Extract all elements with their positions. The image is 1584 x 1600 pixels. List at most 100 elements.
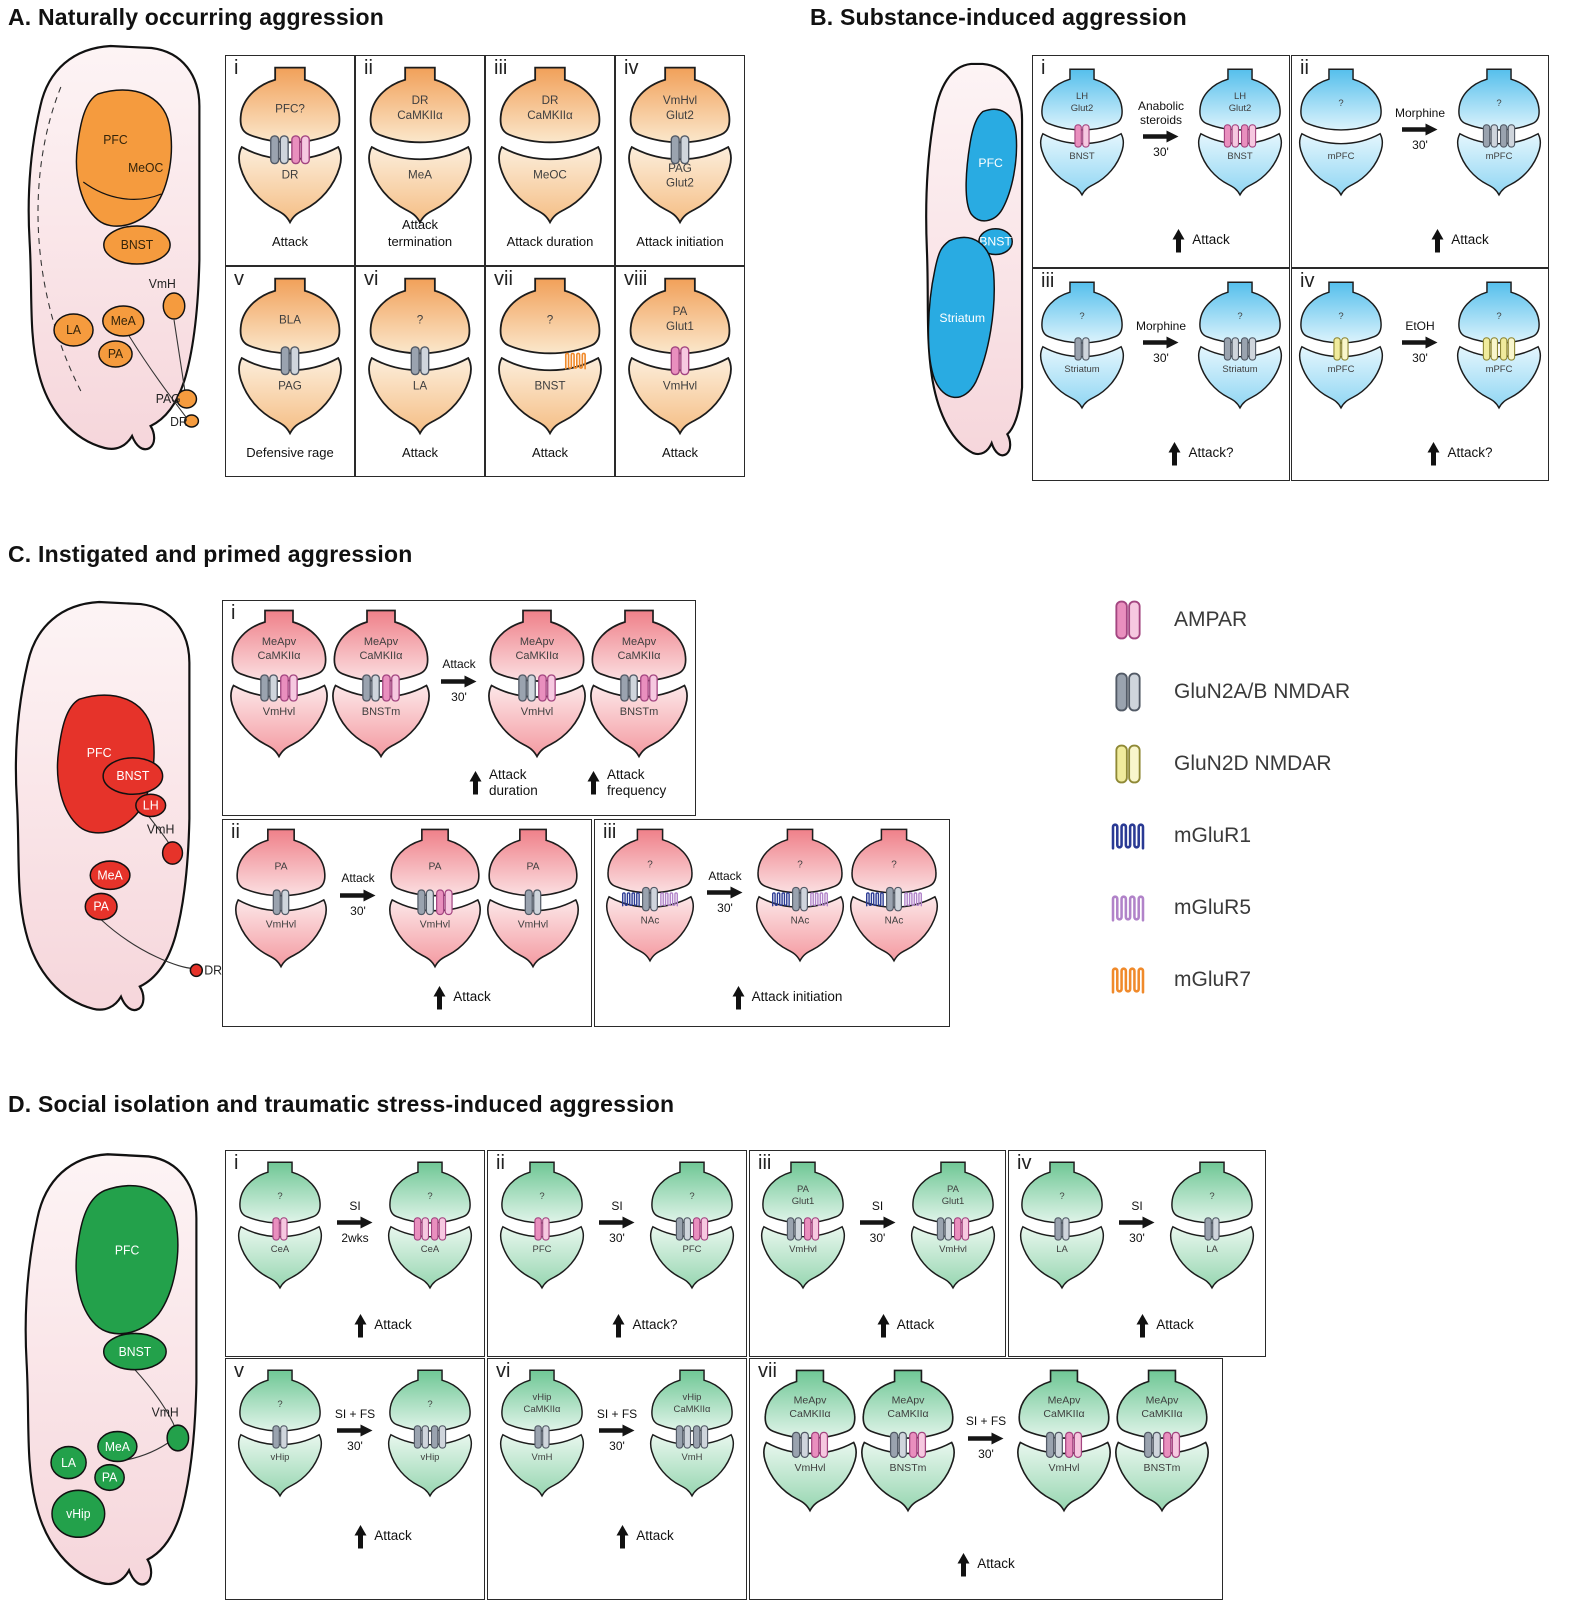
caption: Attack <box>354 1313 412 1338</box>
receptor-nmdar-icon <box>792 886 808 912</box>
receptor-mglur1-icon <box>622 892 640 907</box>
postsynaptic-terminal <box>498 145 602 225</box>
panel-numeral: iv <box>1300 270 1315 292</box>
up-arrow-icon <box>1168 442 1181 466</box>
receptor-ampar-icon <box>436 889 453 916</box>
postsynaptic-label: VmHvl <box>266 920 296 931</box>
caption-text: Attack <box>374 1528 412 1544</box>
postsynaptic-terminal <box>499 1225 585 1290</box>
mglur7-icon <box>1111 967 1145 994</box>
presynaptic-terminal <box>1300 281 1382 344</box>
presynaptic-label: BLA <box>279 314 301 327</box>
presynaptic-label: CaMKIIα <box>257 650 301 662</box>
up-arrow-icon <box>1172 229 1185 253</box>
brain-connector <box>134 1369 177 1430</box>
presynaptic-label: CaMKIIα <box>887 1408 928 1420</box>
region-MeA <box>102 305 145 337</box>
panel-numeral: iii <box>1041 270 1055 292</box>
right-arrow-icon <box>1402 336 1438 349</box>
presynaptic-label: MeApv <box>622 636 657 648</box>
panel-captions: Attack duration <box>486 234 614 251</box>
postsynaptic-label: PFC <box>683 1244 702 1255</box>
presynaptic-terminal <box>911 1161 994 1224</box>
synapse: ?LA <box>1169 1161 1255 1290</box>
postsynaptic-label: vHip <box>421 1452 440 1463</box>
panel-numeral: iii <box>758 1152 772 1174</box>
postsynaptic-label: vHip <box>271 1452 290 1463</box>
postsynaptic-label: VmHvl <box>794 1462 825 1474</box>
synapse: ?vHip <box>237 1369 323 1498</box>
panel-numeral: vi <box>364 268 379 290</box>
caption-text: Attack <box>636 1528 674 1544</box>
postsynaptic-label: BNST <box>534 379 565 392</box>
postsynaptic-terminal <box>649 1433 735 1498</box>
region-VmH <box>161 841 184 865</box>
transition-label: Morphine <box>1135 318 1187 333</box>
receptor-nmdar-icon <box>791 1431 809 1458</box>
presynaptic-terminal <box>1458 68 1540 131</box>
presynaptic-terminal <box>1041 68 1123 131</box>
panel-numeral: ii <box>496 1152 505 1174</box>
region-label-LA: LA <box>66 323 82 337</box>
receptor-nmdar-icon <box>1074 337 1090 361</box>
receptor-nmdar-icon <box>524 889 542 916</box>
postsynaptic-label: VmH <box>681 1452 702 1463</box>
postsynaptic-terminal <box>590 684 688 759</box>
presynaptic-terminal <box>499 66 601 144</box>
presynaptic-terminal <box>651 1369 733 1432</box>
synapse: ?NAc <box>755 828 845 963</box>
receptor-ampar-icon <box>811 1431 829 1458</box>
presynaptic-terminal <box>236 828 326 897</box>
presynaptic-label: ? <box>1209 1191 1214 1202</box>
receptor-nmdar-icon <box>620 674 638 702</box>
transition-label: Morphine <box>1394 105 1446 120</box>
receptor-mglur7-icon <box>1111 967 1145 994</box>
section-A-title: A. Naturally occurring aggression <box>8 4 384 30</box>
receptor-ampar-icon <box>272 1217 288 1241</box>
postsynaptic-terminal <box>230 684 328 759</box>
presynaptic-label: LH <box>1076 91 1088 102</box>
region-label-MeOC: MeOC <box>128 161 163 175</box>
region-PFC <box>56 694 155 834</box>
receptor-nmdar-icon <box>1204 1217 1220 1241</box>
caption: Defensive rage <box>246 445 334 461</box>
presynaptic-label: PA <box>274 861 287 872</box>
transition-time: 30' <box>1412 351 1428 366</box>
postsynaptic-terminal <box>1298 345 1384 410</box>
postsynaptic-terminal <box>760 1225 845 1290</box>
presynaptic-label: Glut1 <box>941 1196 964 1207</box>
brain-connector <box>128 335 188 419</box>
presynaptic-label: CaMKIIα <box>617 650 661 662</box>
ampar-icon <box>1115 600 1141 640</box>
postsynaptic-terminal <box>332 684 430 759</box>
panel-numeral: i <box>234 57 239 79</box>
presynaptic-label: CaMKIIα <box>515 650 559 662</box>
postsynaptic-terminal <box>387 1225 473 1290</box>
region-label-BNST: BNST <box>119 1343 152 1359</box>
synapse: ?mPFC <box>1456 281 1542 410</box>
postsynaptic-terminal <box>238 356 342 436</box>
postsynaptic-label: MeOC <box>533 168 567 181</box>
presynaptic-label: MeApv <box>520 636 555 648</box>
caption: Attack initiation <box>636 234 724 250</box>
region-label-PFC: PFC <box>978 156 1003 170</box>
panel-numeral: v <box>234 1360 244 1382</box>
receptor-mglur5-icon <box>810 892 828 907</box>
receptor-ampar-icon <box>1240 124 1257 148</box>
up-arrow-icon <box>1431 229 1444 253</box>
receptor-nmdar-icon <box>1499 124 1516 148</box>
receptor-ampar-icon <box>413 1217 430 1241</box>
region-label-DR: DR <box>170 415 188 429</box>
up-arrow-icon <box>354 1525 367 1549</box>
